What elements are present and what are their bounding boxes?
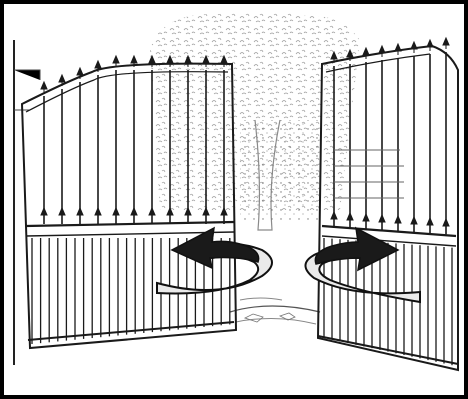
- gate-drawing: [0, 0, 468, 399]
- gate-illustration: [0, 0, 468, 399]
